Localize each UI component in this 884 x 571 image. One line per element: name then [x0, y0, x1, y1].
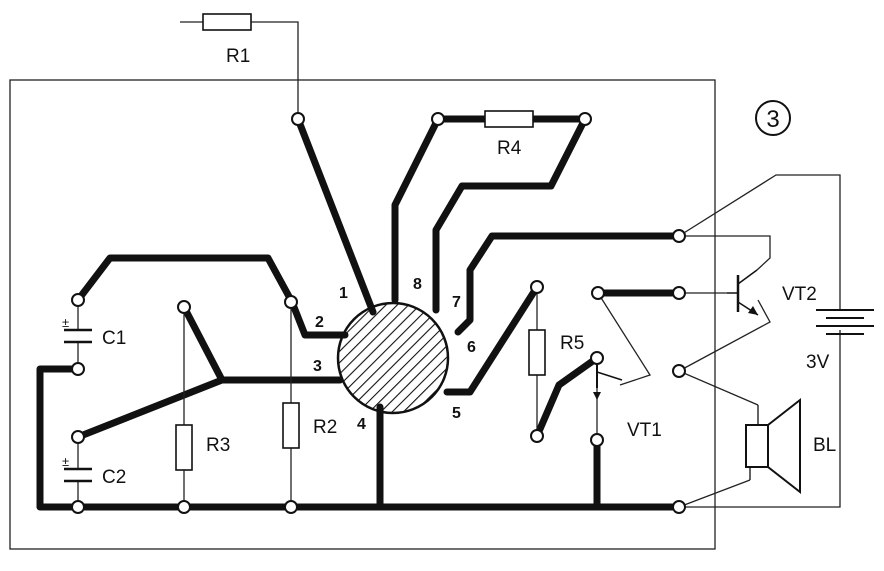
r1-body — [202, 13, 252, 31]
label-battery-voltage: 3V — [806, 352, 830, 373]
vt2-symbol — [727, 269, 759, 316]
label-r3: R3 — [206, 435, 230, 456]
speaker-icon — [745, 397, 801, 495]
label-vt1: VT1 — [627, 420, 662, 441]
ic-pin-3: 3 — [313, 358, 322, 375]
r3-body — [175, 424, 193, 471]
r4-body — [484, 110, 534, 128]
ic-pin-2: 2 — [315, 314, 324, 331]
label-r4: R4 — [497, 138, 522, 159]
ic-pin-8: 8 — [413, 276, 422, 293]
r2-body — [282, 402, 300, 449]
ic-pin-4: 4 — [357, 416, 366, 433]
r5-body — [528, 329, 546, 376]
ic-pin-6: 6 — [467, 339, 476, 356]
label-vt2: VT2 — [782, 284, 817, 305]
figure-number-circle — [755, 100, 791, 136]
c2-polarity-mark: ± — [62, 454, 69, 469]
label-c2: C2 — [102, 467, 126, 488]
external-wiring — [180, 21, 841, 508]
battery-symbol — [816, 309, 874, 335]
copper-traces — [36, 115, 684, 511]
c1-polarity-mark: ± — [62, 315, 69, 330]
label-r5: R5 — [560, 333, 584, 354]
ic-pin-5: 5 — [452, 405, 461, 422]
label-bl: BL — [813, 435, 836, 456]
label-r2: R2 — [313, 417, 337, 438]
c1-symbol — [64, 328, 92, 344]
ic-pin-1: 1 — [339, 285, 348, 302]
solder-pads — [71, 112, 686, 514]
label-c1: C1 — [102, 328, 126, 349]
ic-pin-7: 7 — [452, 294, 461, 311]
c2-symbol — [64, 467, 92, 483]
ic-hatched-disc — [336, 301, 450, 415]
pcb-board-outline — [9, 79, 716, 550]
label-r1: R1 — [226, 46, 250, 67]
figure-number: 3 — [766, 106, 779, 133]
